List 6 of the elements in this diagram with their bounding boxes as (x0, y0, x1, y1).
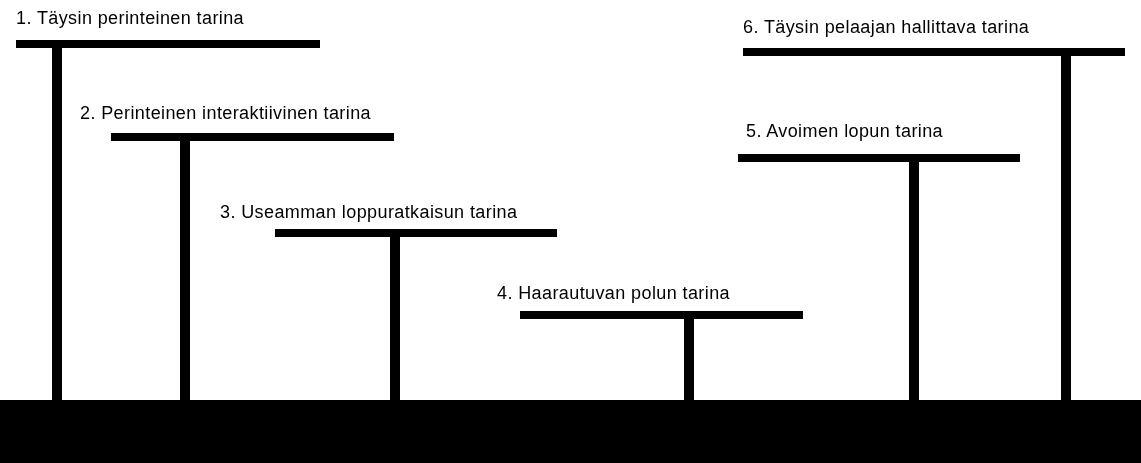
post-label: 3. Useamman loppuratkaisun tarina (220, 201, 518, 223)
post-label: 6. Täysin pelaajan hallittava tarina (743, 16, 1030, 38)
post-label: 4. Haarautuvan polun tarina (497, 282, 730, 304)
post-label: 1. Täysin perinteinen tarina (16, 7, 244, 29)
post-label: 2. Perinteinen interaktiivinen tarina (80, 102, 371, 124)
post-label: 5. Avoimen lopun tarina (746, 120, 943, 142)
